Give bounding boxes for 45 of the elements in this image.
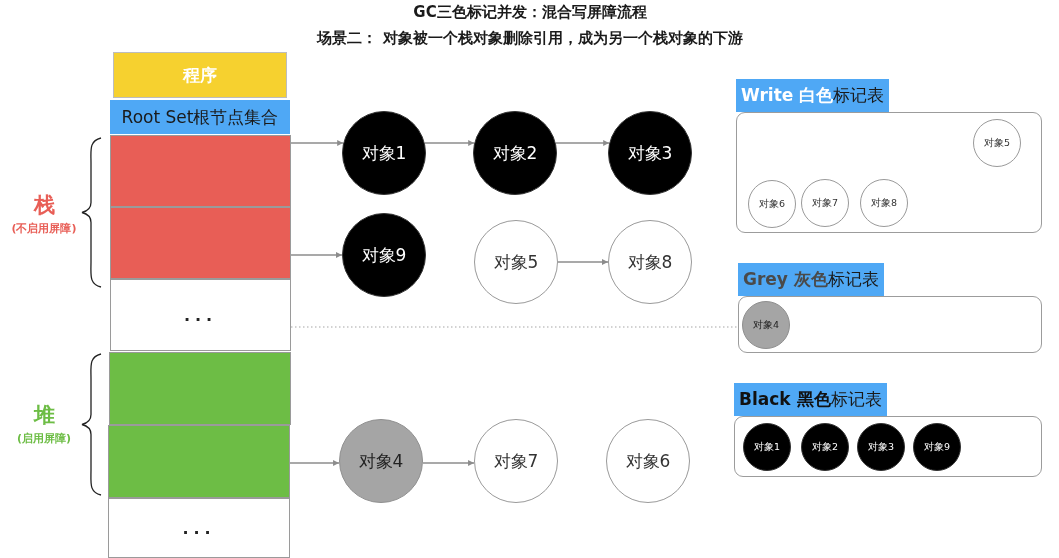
object-circle: 对象1 (342, 111, 426, 195)
object-circle: 对象9 (342, 213, 426, 297)
program-box: 程序 (113, 52, 287, 98)
table-heading: Black 黑色标记表 (734, 383, 887, 416)
object-circle: 对象7 (801, 179, 849, 227)
memory-slot (108, 425, 290, 498)
memory-slot (109, 352, 291, 425)
object-circle: 对象6 (748, 180, 796, 228)
arrow (422, 460, 475, 466)
object-circle: 对象1 (743, 423, 791, 471)
object-circle: 对象3 (857, 423, 905, 471)
section-note: (启用屏障) (16, 431, 72, 446)
arrow (290, 252, 343, 258)
object-circle: 对象3 (608, 111, 692, 195)
root-set-box: Root Set根节点集合 (110, 100, 290, 134)
diagram-title: GC三色标记并发：混合写屏障流程 (413, 3, 647, 22)
section-label: 堆 (33, 402, 55, 429)
table-heading: Grey 灰色标记表 (738, 263, 884, 296)
diagram-subtitle: 场景二： 对象被一个栈对象删除引用，成为另一个栈对象的下游 (317, 29, 743, 48)
memory-slot (110, 135, 291, 207)
arrow (555, 140, 610, 146)
memory-slot: ... (108, 498, 290, 558)
mark-table (734, 383, 1042, 477)
mark-table (738, 263, 1042, 353)
arrow (557, 259, 609, 265)
object-circle: 对象8 (860, 179, 908, 227)
memory-slot (110, 207, 291, 279)
table-heading: Write 白色标记表 (736, 79, 890, 112)
object-circle: 对象6 (606, 419, 690, 503)
object-circle: 对象4 (339, 419, 423, 503)
object-circle: 对象2 (473, 111, 557, 195)
object-circle: 对象9 (913, 423, 961, 471)
arrow (424, 140, 475, 146)
section-label: 栈 (33, 192, 55, 219)
object-circle: 对象5 (474, 220, 558, 304)
section-note: (不启用屏障) (11, 221, 77, 236)
arrow (289, 460, 340, 466)
object-circle: 对象8 (608, 220, 692, 304)
object-circle: 对象2 (801, 423, 849, 471)
object-circle: 对象5 (973, 119, 1021, 167)
mark-table (736, 79, 1042, 233)
memory-slot: ... (110, 279, 291, 351)
object-circle: 对象7 (474, 419, 558, 503)
arrow (290, 140, 344, 146)
object-circle: 对象4 (742, 301, 790, 349)
